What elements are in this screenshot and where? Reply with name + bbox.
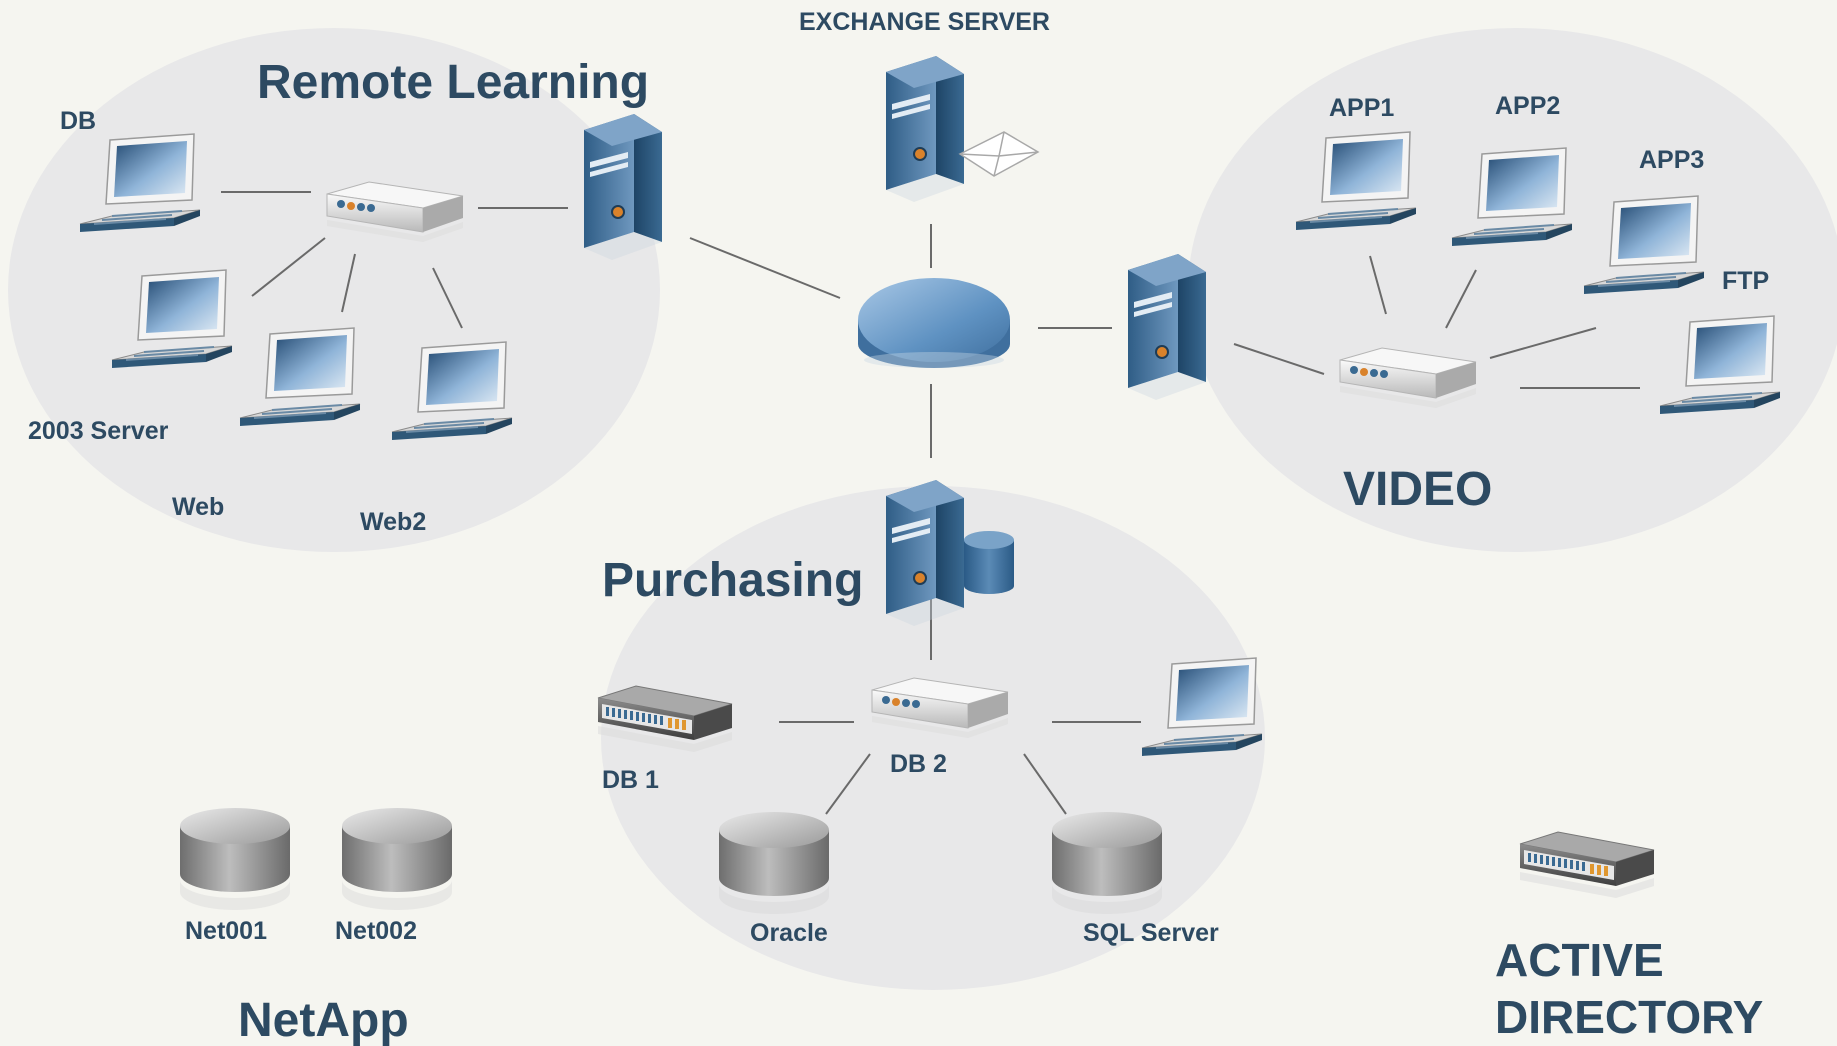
connection-lines [221, 191, 1640, 815]
rack-server-icon [1519, 831, 1655, 899]
web-label: Web [172, 493, 224, 521]
app2-label: APP2 [1495, 92, 1560, 120]
2003-server-label: 2003 Server [28, 417, 169, 445]
oracle-label: Oracle [750, 919, 828, 947]
server-tower-icon [583, 113, 663, 261]
active-title-line2: DIRECTORY [1495, 991, 1763, 1043]
db2-label: DB 2 [890, 750, 947, 778]
server-tower-icon [1127, 253, 1207, 401]
storage-disk-icon [180, 808, 290, 910]
video-title: VIDEO [1343, 463, 1492, 516]
server-tower-icon [885, 479, 965, 627]
mail-envelope-icon [958, 131, 1040, 177]
net002-label: Net002 [335, 917, 417, 945]
netapp-title: NetApp [238, 994, 409, 1046]
storage-disk-icon [342, 808, 452, 910]
app1-label: APP1 [1329, 94, 1394, 122]
database-cylinder-icon [964, 531, 1014, 594]
ftp-label: FTP [1722, 267, 1769, 295]
active-title-line1: ACTIVE [1495, 934, 1664, 986]
purchasing-title: Purchasing [602, 554, 863, 607]
app3-label: APP3 [1639, 146, 1704, 174]
sql-server-label: SQL Server [1083, 919, 1219, 947]
db-label: DB [60, 107, 96, 135]
remote-learning-title: Remote Learning [257, 56, 649, 109]
net001-label: Net001 [185, 917, 267, 945]
server-tower-icon [885, 55, 965, 203]
web2-label: Web2 [360, 508, 426, 536]
network-hub-icon [858, 278, 1010, 368]
exchange-server-label: EXCHANGE SERVER [799, 8, 1050, 36]
db1-label: DB 1 [602, 766, 659, 794]
